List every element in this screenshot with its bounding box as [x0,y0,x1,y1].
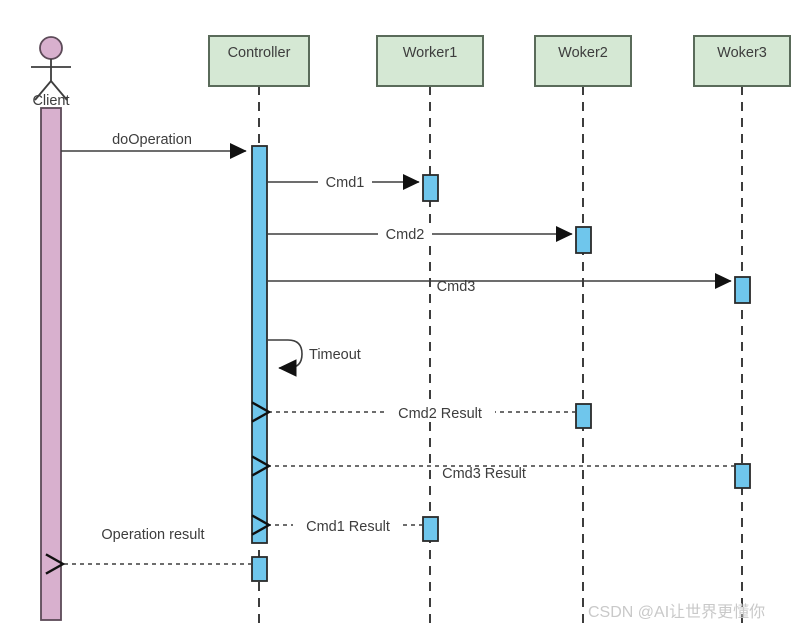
message-dooperation-label: doOperation [112,132,192,148]
message-cmd1-label-bg [318,172,372,191]
message-cmd1-result-label-bg [293,517,403,535]
message-cmd3-label: Cmd3 [437,279,476,295]
message-cmd2-result-label: Cmd2 Result [398,406,482,422]
participant-controller-box[interactable] [208,35,310,87]
message-operation-result[interactable]: Operation result [63,527,252,564]
message-cmd2-label: Cmd2 [386,227,425,243]
message-dooperation[interactable]: doOperation [61,132,247,160]
controller-main-activation[interactable] [251,145,268,544]
actor-client-lifeline-bar [40,107,62,621]
message-cmd1[interactable]: Cmd1 [267,172,420,191]
worker2-result-activation[interactable] [575,403,592,429]
participant-worker3-label: Woker3 [717,45,767,61]
participant-worker1[interactable]: Worker1 [376,35,484,87]
actor-head-icon [39,36,63,60]
participant-worker2-label: Woker2 [558,45,608,61]
participant-worker3-box[interactable] [693,35,791,87]
message-timeout-label: Timeout [309,347,361,363]
worker3-cmd3-activation[interactable] [734,276,751,304]
actor-leg-right-icon [50,80,68,101]
participant-worker2-box[interactable] [534,35,632,87]
watermark-label: CSDN @AI让世界更懂你 [588,603,765,621]
participant-controller[interactable]: Controller [208,35,310,87]
controller-return-activation[interactable] [251,556,268,582]
participant-worker1-box[interactable] [376,35,484,87]
worker2-cmd2-activation[interactable] [575,226,592,254]
message-cmd2-result-label-bg [385,404,495,422]
message-operation-result-label: Operation result [101,527,204,543]
worker1-result-activation[interactable] [422,516,439,542]
message-cmd3-result-label: Cmd3 Result [442,466,526,482]
worker3-result-activation[interactable] [734,463,751,489]
actor-client-label: Client [32,93,69,109]
message-cmd1-result-label: Cmd1 Result [306,519,390,535]
actor-leg-left-icon [34,80,52,101]
worker1-cmd1-activation[interactable] [422,174,439,202]
message-cmd3[interactable]: Cmd3 [267,272,732,295]
message-cmd2[interactable]: Cmd2 [267,224,573,243]
message-timeout[interactable]: Timeout [267,339,361,377]
message-cmd1-label: Cmd1 [326,175,365,191]
activations-group [251,145,751,582]
message-cmd2-label-bg [378,224,432,243]
message-timeout-loop[interactable] [267,339,303,377]
participant-worker3[interactable]: Woker3 [693,35,791,87]
message-cmd3-result[interactable]: Cmd3 Result [269,466,735,482]
message-cmd2-result[interactable]: Cmd2 Result [269,404,576,422]
participant-worker2[interactable]: Woker2 [534,35,632,87]
participant-worker1-label: Worker1 [403,45,458,61]
message-cmd1-result[interactable]: Cmd1 Result [269,517,423,535]
actor-client[interactable]: Client [31,36,71,621]
participant-controller-label: Controller [228,45,291,61]
